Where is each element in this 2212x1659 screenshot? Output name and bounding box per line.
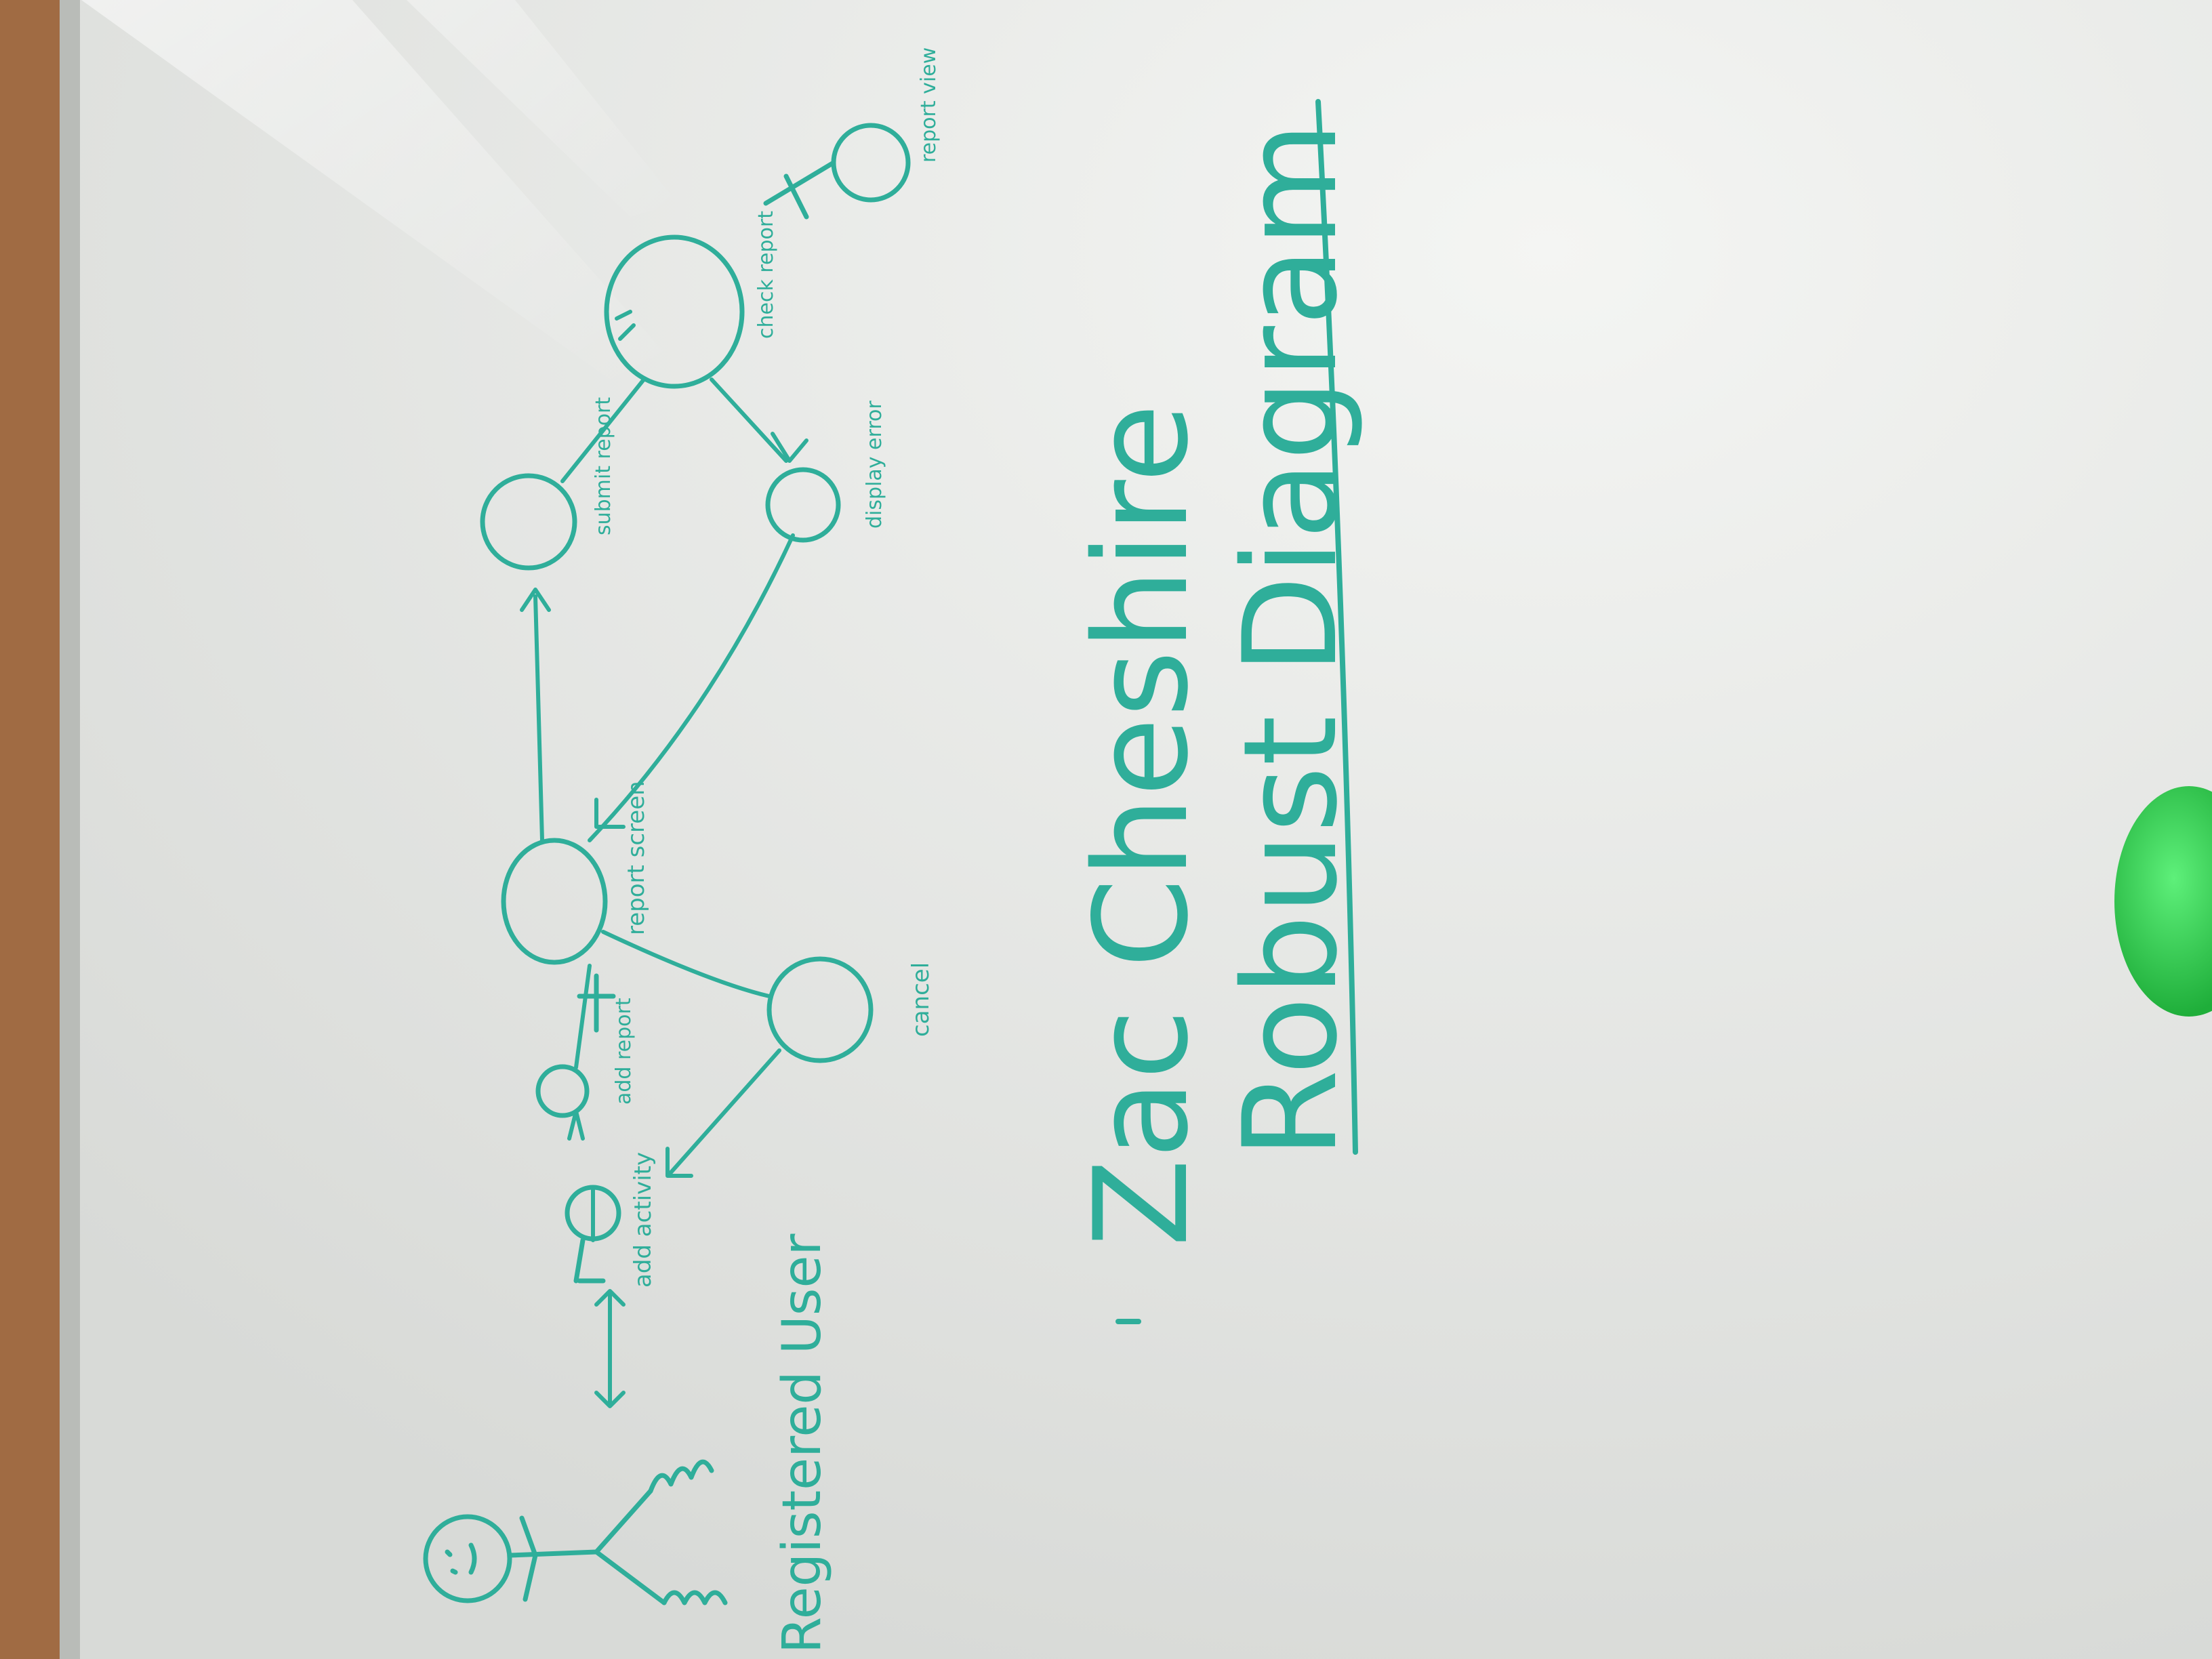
actor-association	[594, 1289, 626, 1408]
node-display-error	[765, 467, 841, 543]
actor-stick-figure	[423, 1459, 728, 1605]
board-frame-inner	[60, 0, 80, 1659]
label-submit-report: submit report	[592, 397, 615, 535]
author-name: Zac Cheshire	[1067, 404, 1216, 1247]
node-cancel	[766, 956, 874, 1063]
label-report-screen: report screen	[623, 781, 650, 935]
label-add-report: add report	[612, 998, 636, 1105]
label-add-activity: add activity	[630, 1152, 657, 1288]
title-underline	[1315, 99, 1358, 1155]
node-add-report	[535, 1064, 590, 1118]
label-check-report: check report	[754, 211, 778, 339]
label-cancel: cancel	[907, 962, 935, 1037]
label-display-error: display error	[863, 401, 886, 529]
node-report-view	[763, 123, 911, 220]
glare	[81, 0, 664, 380]
node-submit-report	[480, 473, 577, 571]
glare-2	[407, 0, 678, 217]
board-frame	[0, 0, 60, 1659]
node-check-report	[604, 234, 745, 389]
connections	[520, 310, 808, 1242]
actor-label: Registered User	[772, 1233, 833, 1654]
magnet	[2114, 786, 2212, 1017]
label-report-view: report view	[917, 47, 941, 163]
